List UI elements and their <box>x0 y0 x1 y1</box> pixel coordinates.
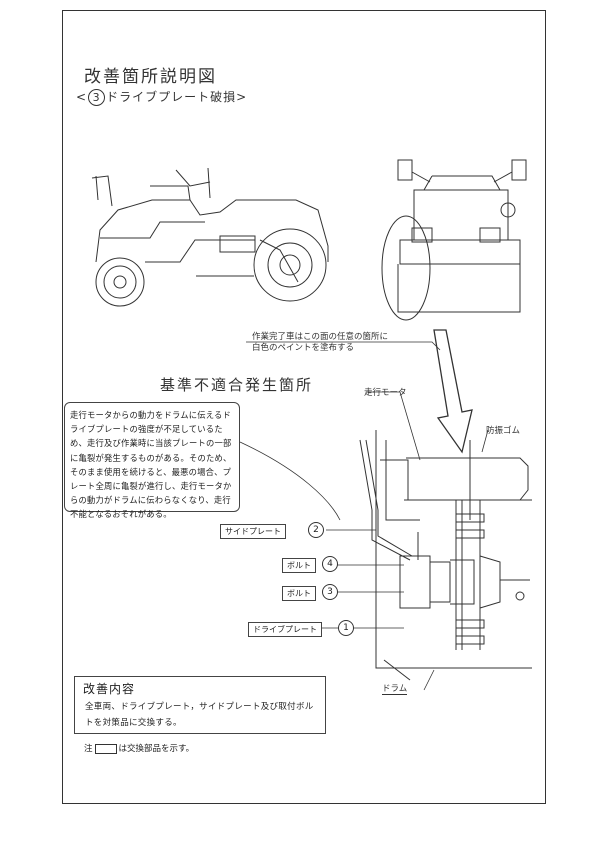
replacement-symbol <box>94 743 117 754</box>
subtitle-open: < <box>76 90 88 104</box>
page-title: 改善箇所説明図 <box>84 67 217 87</box>
label-drum: ドラム <box>382 684 408 695</box>
description-text: 走行モータからの動力をドラムに伝えるドライブプレートの強度が不足しているため、走… <box>70 410 232 520</box>
subtitle-text: ドライブプレート破損 <box>106 90 237 104</box>
label-rubber: 防振ゴム <box>486 426 521 436</box>
part-bolt-3-number: 3 <box>322 584 338 600</box>
label-motor: 走行モータ <box>364 388 407 398</box>
part-side-plate-label: サイドプレート <box>220 524 286 539</box>
part-drive-plate-label: ドライブプレート <box>248 622 322 637</box>
part-bolt-4-label: ボルト <box>282 558 316 573</box>
paint-callout: 作業完了車はこの面の任意の箇所に 白色のペイントを塗布する <box>252 332 389 353</box>
detail-drawing <box>359 430 532 681</box>
page-frame <box>62 10 546 804</box>
improvement-title: 改善内容 <box>83 682 136 696</box>
improvement-box: 改善内容 全車両、ドライブプレート，サイドプレート及び取付ボルトを対策品に交換す… <box>74 676 326 734</box>
indicator-arrow <box>433 329 473 454</box>
subtitle-close: > <box>236 90 248 104</box>
subtitle-number: 3 <box>88 89 106 106</box>
roller-front-view <box>381 159 527 321</box>
brace-line <box>239 441 341 521</box>
footnote-prefix: 注 <box>84 744 93 754</box>
description-box: 走行モータからの動力をドラムに伝えるドライブプレートの強度が不足しているため、走… <box>64 402 240 519</box>
part-drive-plate-number: 1 <box>338 620 354 636</box>
improvement-body: 全車両、ドライブプレート，サイドプレート及び取付ボルトを対策品に交換する。 <box>85 702 314 728</box>
part-bolt-4-number: 4 <box>322 556 338 572</box>
roller-side-view <box>91 167 329 307</box>
part-bolt-3-label: ボルト <box>282 586 316 601</box>
footnote: 注 は交換部品を示す。 <box>84 742 194 754</box>
footnote-suffix: は交換部品を示す。 <box>118 744 195 754</box>
part-side-plate-number: 2 <box>308 522 324 538</box>
section-heading: 基準不適合発生箇所 <box>160 376 314 394</box>
